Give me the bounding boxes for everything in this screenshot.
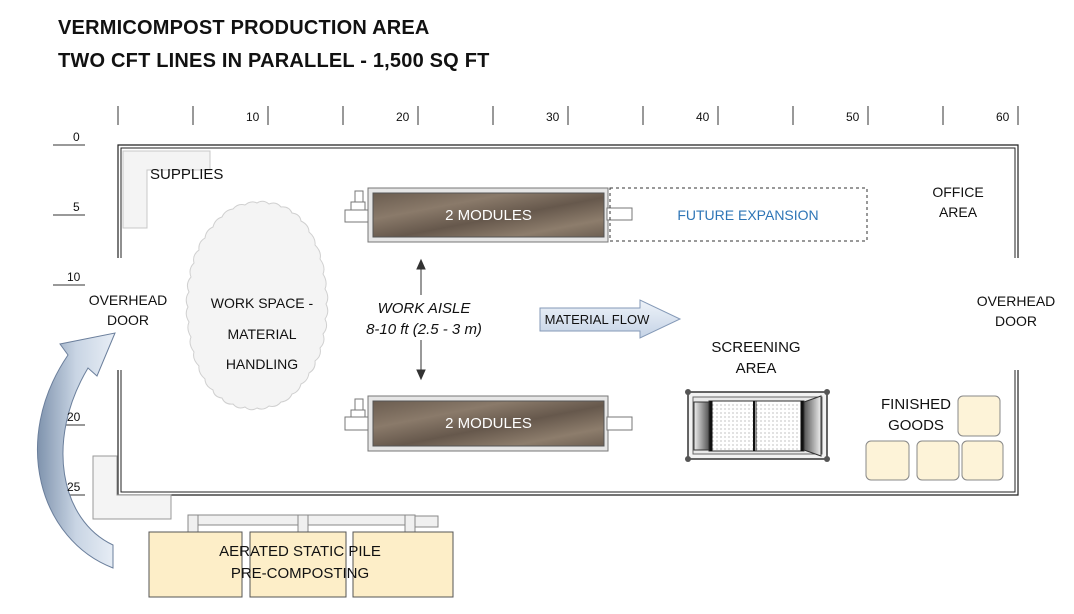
scale-top-40: 40 [696,110,710,124]
finished-goods-label-2: GOODS [888,417,944,434]
scale-top-50: 50 [846,110,860,124]
supplies-shelf [122,150,211,229]
work-space-label-3: HANDLING [225,356,299,372]
overhead-door-left-label-2: DOOR [107,312,149,328]
asp-aeration-pipes [187,514,439,534]
top-scale [117,106,1019,125]
intake-curved-arrow [36,332,116,569]
title-line-1: VERMICOMPOST PRODUCTION AREA [58,17,430,39]
scale-left-20: 20 [67,410,81,424]
module-bottom-label: 2 MODULES [445,415,532,432]
work-aisle-label-1: WORK AISLE [377,300,471,317]
asp-label-1: AERATED STATIC PILE [219,543,381,560]
scale-top-20: 20 [396,110,410,124]
screening-area-label-2: AREA [735,360,777,377]
office-area-label-1: OFFICE [932,184,984,200]
office-area-label-2: AREA [938,204,978,220]
scale-left-25: 25 [67,480,81,494]
work-aisle-label-2: 8-10 ft (2.5 - 3 m) [366,321,482,338]
scale-top-10: 10 [246,110,260,124]
scale-left-0: 0 [73,130,80,144]
asp-piles [148,531,454,598]
work-space-label-2: MATERIAL [227,326,297,342]
work-space-area [185,200,329,411]
material-flow-arrow [539,299,682,339]
overhead-door-right-label-2: DOOR [995,313,1037,329]
finished-goods-pallets [865,395,1004,481]
screening-machine [685,389,830,462]
module-bottom [344,395,633,452]
screening-area-label-1: SCREENING [711,339,801,356]
overhead-door-left-label-1: OVERHEAD [88,292,168,308]
building-walls [117,144,1019,496]
work-aisle-arrows [416,258,426,381]
material-flow-label: MATERIAL FLOW [544,312,650,327]
finished-goods-label-1: FINISHED [880,396,951,413]
scale-top-60: 60 [996,110,1010,124]
supplies-label: SUPPLIES [150,166,224,183]
work-space-label-1: WORK SPACE - [210,295,314,311]
scale-left-5: 5 [73,200,80,214]
future-expansion-area [609,187,868,242]
scale-top-30: 30 [546,110,560,124]
title-line-2: TWO CFT LINES IN PARALLEL - 1,500 SQ FT [58,50,490,72]
scale-left-10: 10 [67,270,81,284]
outdoor-shelf [92,455,172,520]
module-top-label: 2 MODULES [445,207,532,224]
overhead-door-right-label-1: OVERHEAD [976,293,1056,309]
future-expansion-label: FUTURE EXPANSION [677,207,819,223]
module-top [344,187,633,243]
asp-label-2: PRE-COMPOSTING [230,565,370,582]
